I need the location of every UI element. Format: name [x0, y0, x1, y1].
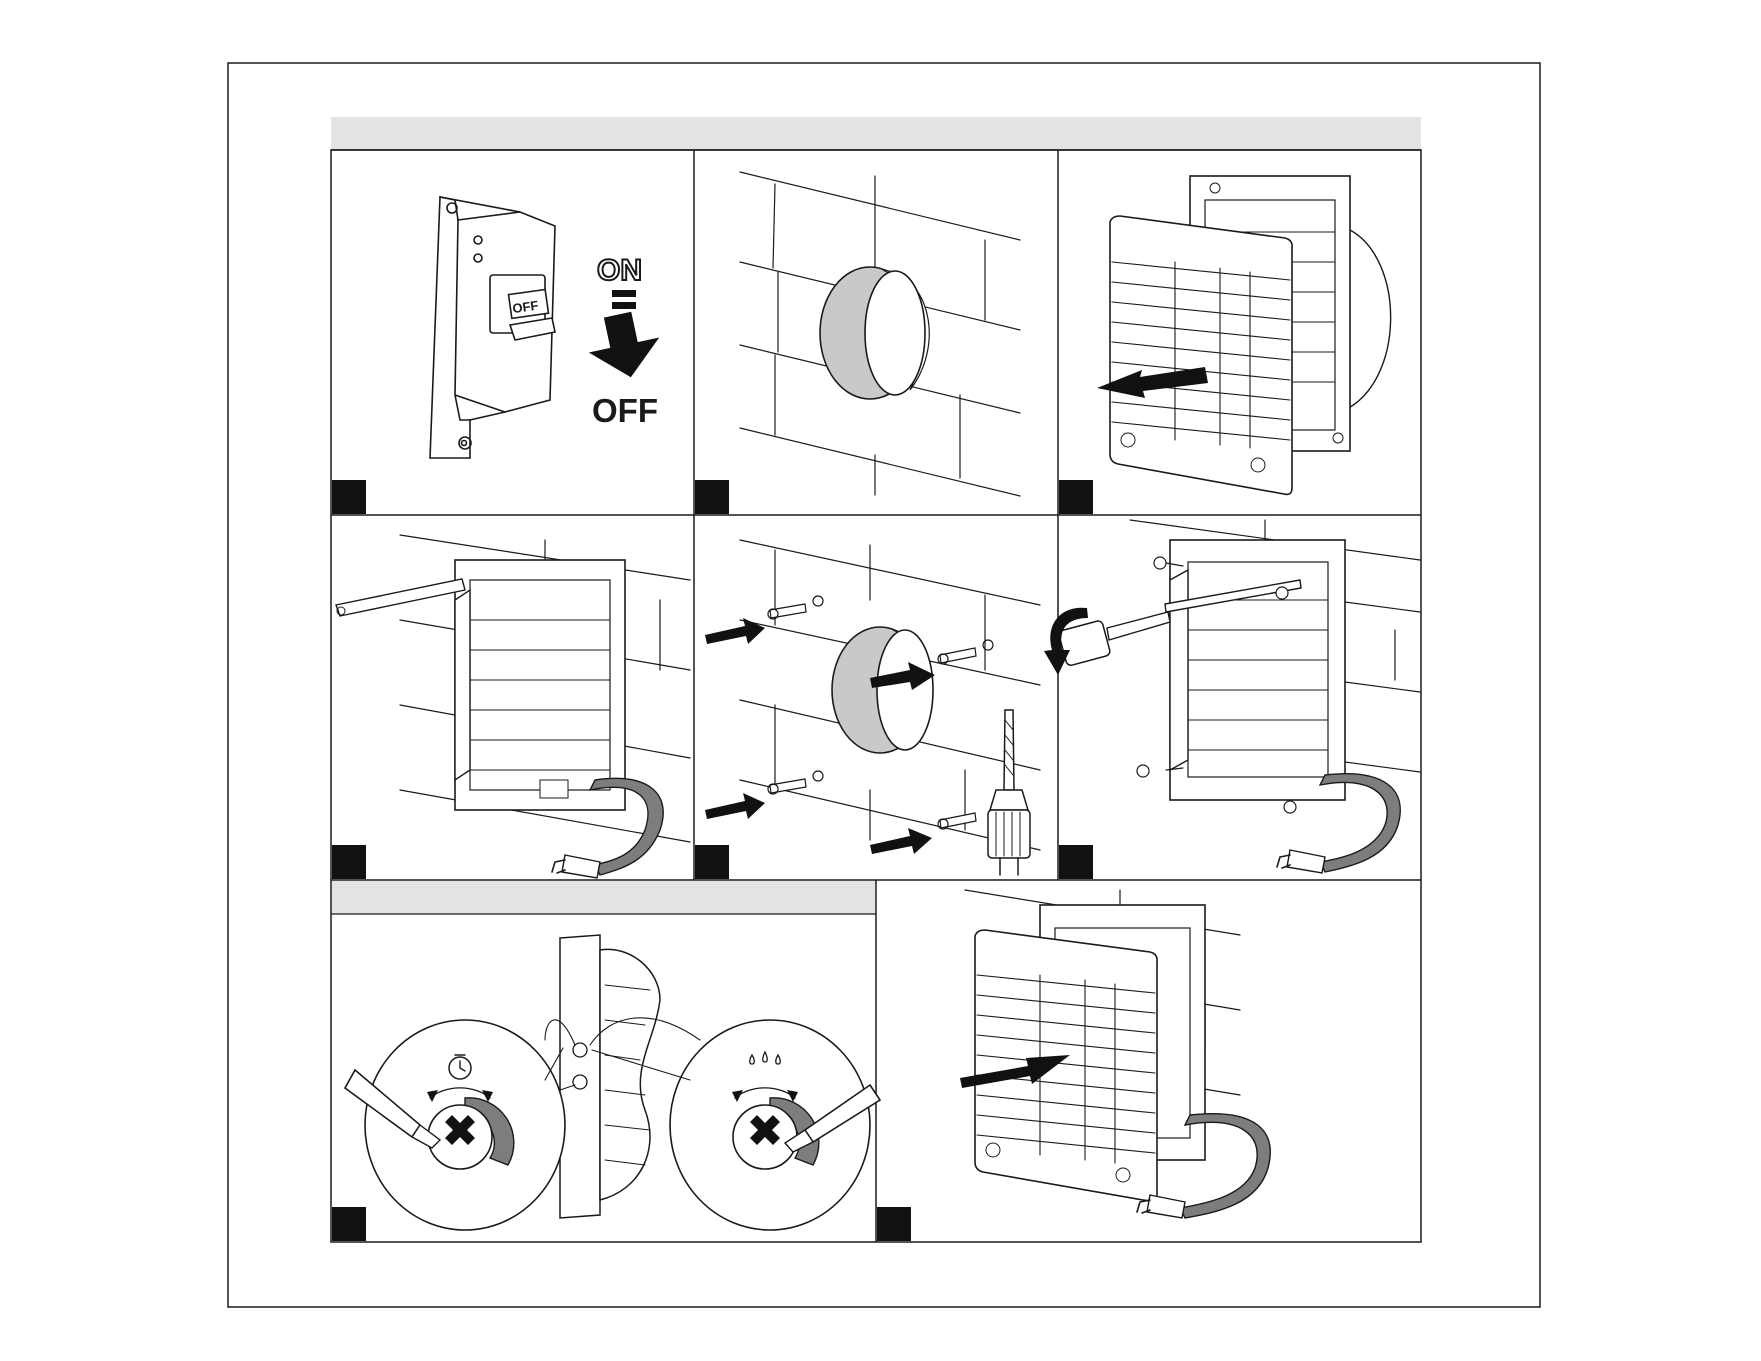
section-header-band	[331, 117, 1421, 150]
panel-screw-to-wall	[1044, 520, 1420, 873]
step-marker-2	[695, 480, 729, 514]
step-marker-8	[877, 1207, 911, 1241]
step-marker-6	[1059, 845, 1093, 879]
panel-power-off: OFF ON OFF	[430, 197, 666, 458]
panel-adjust-settings	[345, 935, 880, 1230]
panel-mark-holes	[336, 535, 690, 878]
on-label: ON	[597, 254, 642, 287]
step-marker-1	[332, 480, 366, 514]
panel-remove-front-grille	[1097, 176, 1391, 494]
panel-wall-opening	[740, 172, 1020, 496]
off-label: OFF	[592, 392, 658, 429]
panel-refit-grille	[960, 890, 1270, 1218]
step-marker-4	[332, 845, 366, 879]
step-marker-7	[332, 1207, 366, 1241]
step-marker-5	[695, 845, 729, 879]
settings-header-band	[332, 881, 875, 914]
panel-drill-and-plugs	[705, 540, 1040, 875]
step-marker-3	[1059, 480, 1093, 514]
